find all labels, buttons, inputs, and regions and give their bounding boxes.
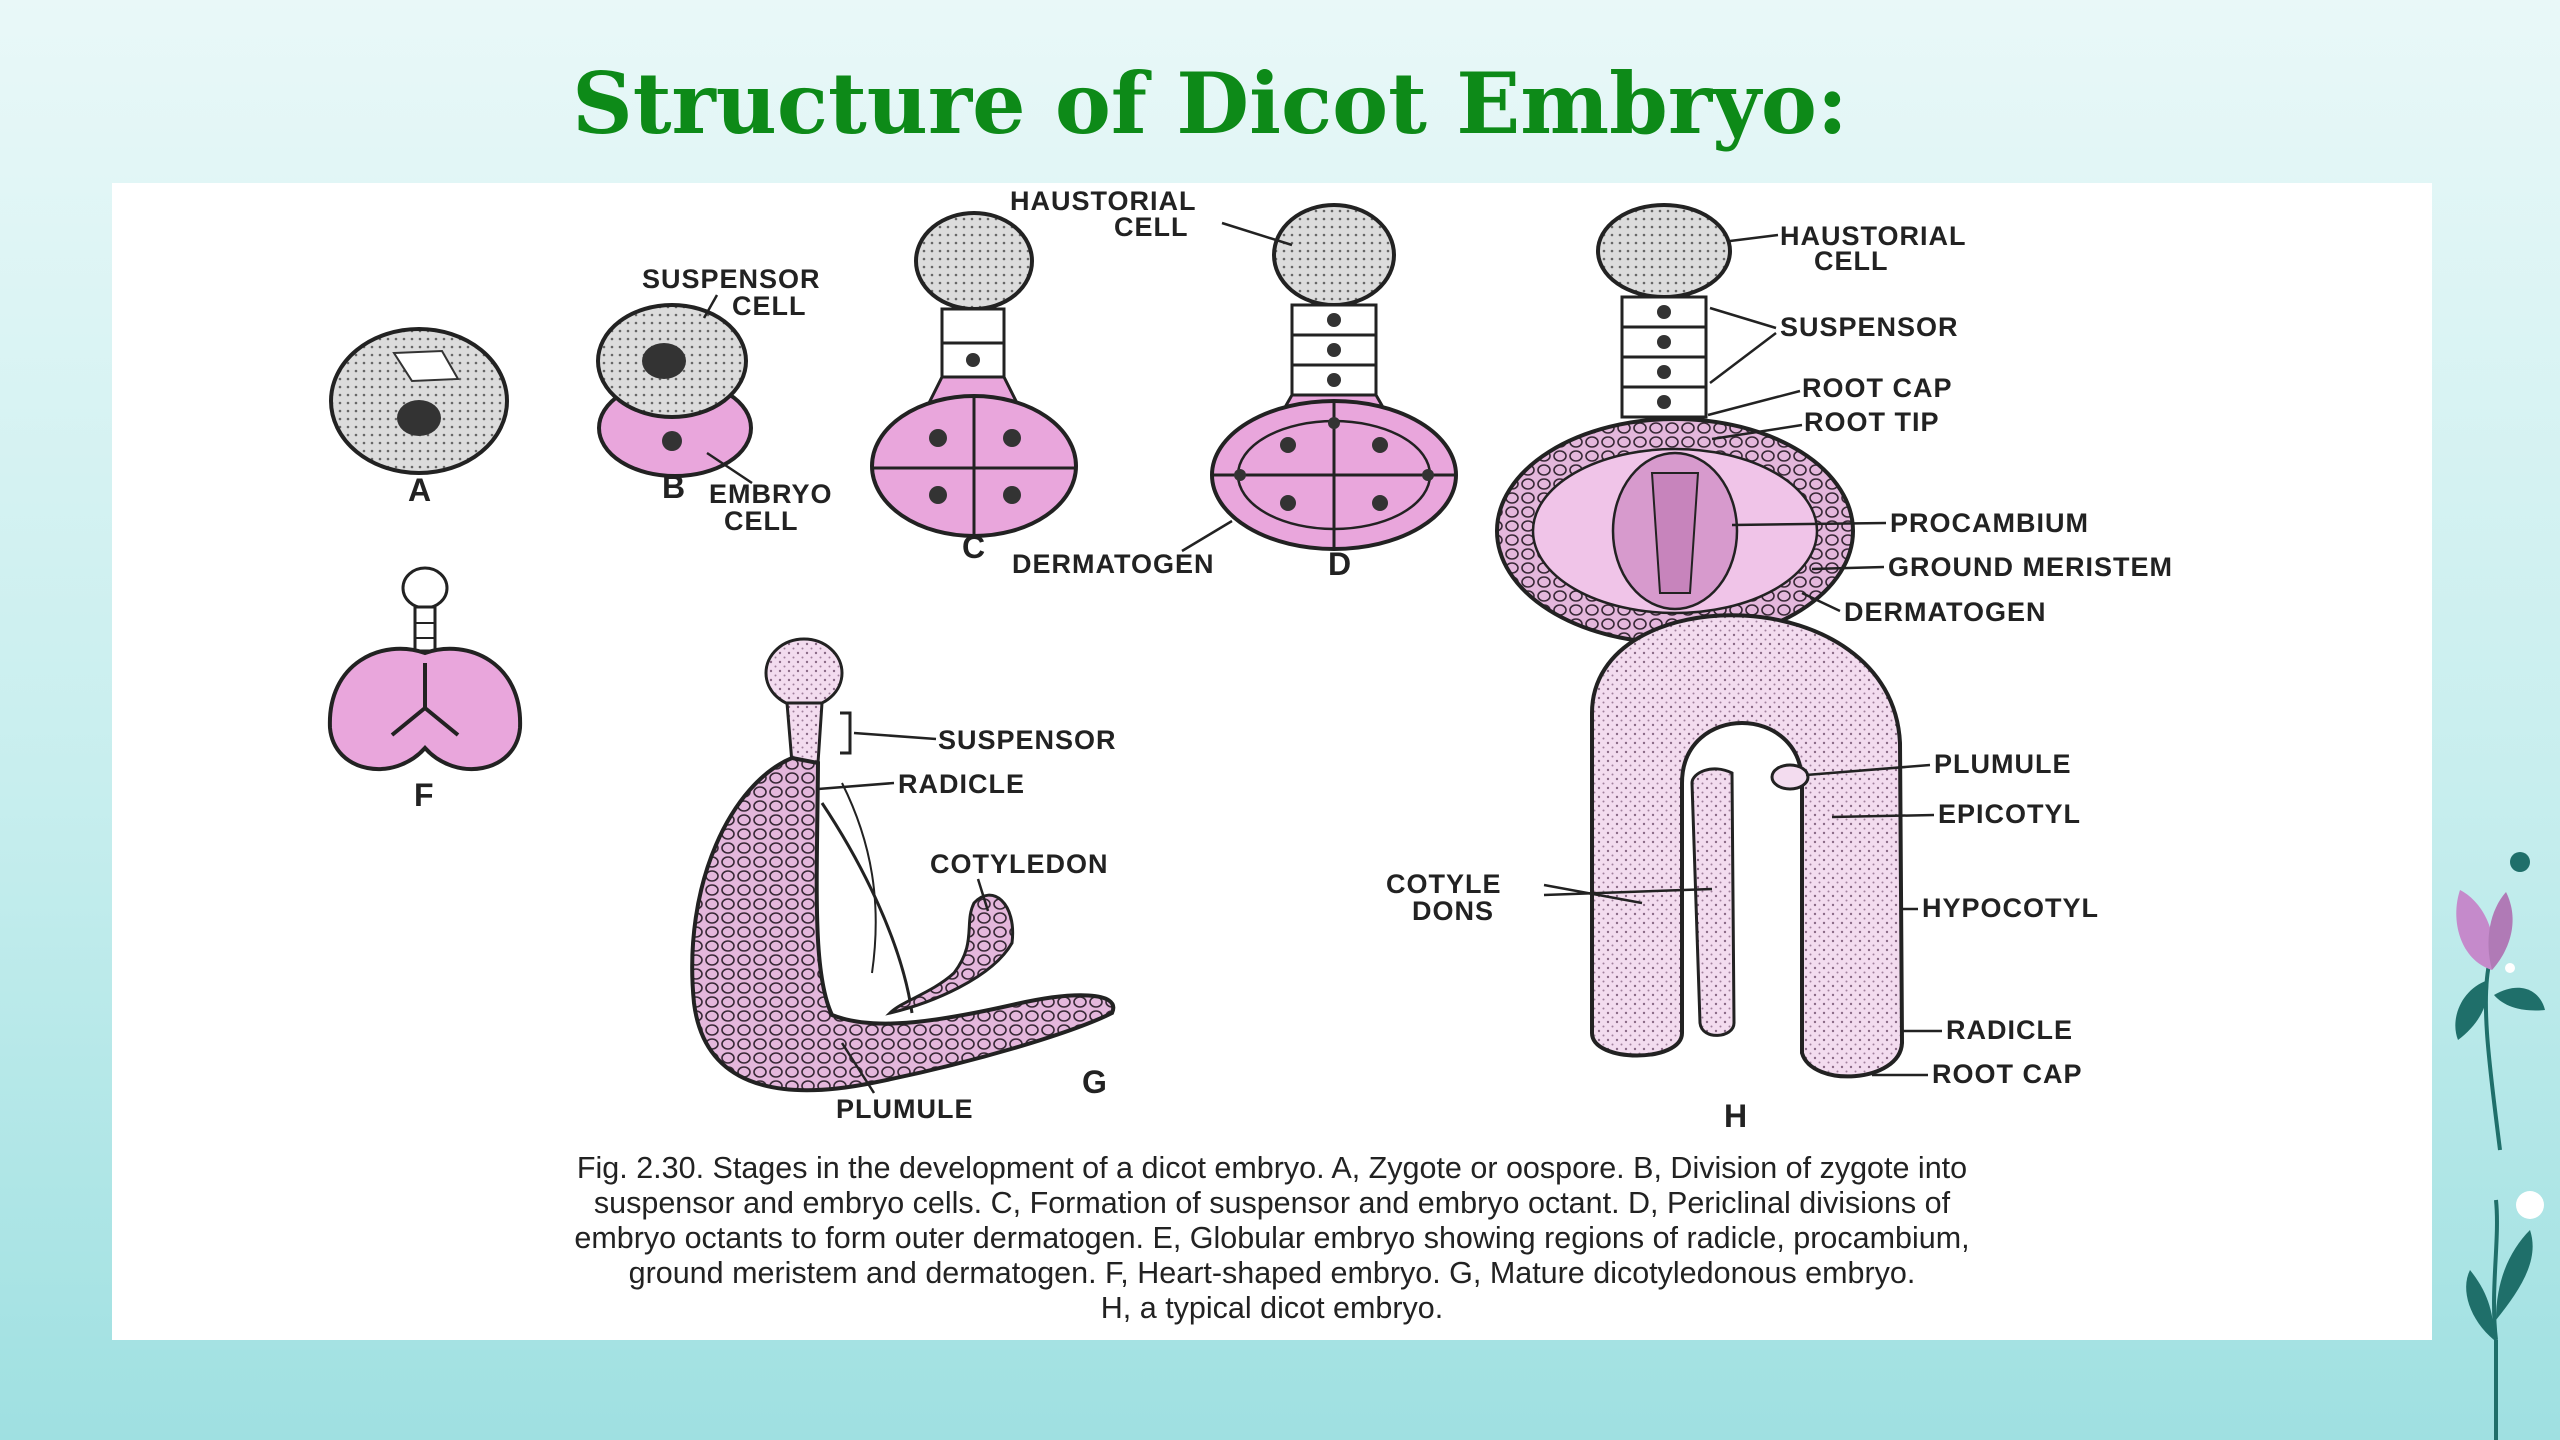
label-hypocotyl-h: HYPOCOTYL <box>1922 893 2099 923</box>
label-cotyledons-h-line2: DONS <box>1412 896 1494 926</box>
label-radicle-g: RADICLE <box>898 769 1025 799</box>
slide-title: Structure of Dicot Embryo: <box>572 54 1848 153</box>
leader-cotyledons-h-2 <box>1543 887 1713 897</box>
leader-suspensor-e-1 <box>1709 306 1777 330</box>
label-radicle-h: RADICLE <box>1946 1015 2073 1045</box>
stage-b-two-celled <box>596 303 753 478</box>
leader-haustorial-cell-cd <box>1221 221 1293 247</box>
label-epicotyl-h: EPICOTYL <box>1938 799 2081 829</box>
stage-d-periclinal <box>1210 203 1458 551</box>
leader-ground-meristem <box>1811 565 1885 571</box>
caption-line: ground meristem and dermatogen. F, Heart… <box>628 1256 1916 1290</box>
embryo-figure: A SUSPENSOR CELL B EMBRYO CELL <box>112 183 2432 1340</box>
leader-plumule-h <box>1805 763 1931 777</box>
stage-h-typical <box>1590 613 1905 1079</box>
stage-letter-a: A <box>408 472 431 508</box>
stage-letter-b: B <box>662 469 685 505</box>
label-haustorial-cell-e-line1: HAUSTORIAL <box>1780 221 1967 251</box>
label-plumule-g: PLUMULE <box>836 1094 974 1124</box>
stage-letter-d: D <box>1328 546 1351 582</box>
label-root-tip-e: ROOT TIP <box>1804 407 1940 437</box>
bracket-suspensor-g <box>840 711 852 755</box>
label-haustorial-cell-cd-line1: HAUSTORIAL <box>1010 186 1197 216</box>
leader-suspensor-cell <box>702 294 719 319</box>
label-haustorial-cell-cd-line2: CELL <box>1114 212 1189 242</box>
leader-cotyledon-g <box>976 878 990 912</box>
stage-letter-g: G <box>1082 1064 1107 1100</box>
label-embryo-cell-line2: CELL <box>724 506 799 536</box>
label-haustorial-cell-e-line2: CELL <box>1814 246 1889 276</box>
leaf-icon <box>2466 1270 2494 1340</box>
label-root-cap-h: ROOT CAP <box>1932 1059 2083 1089</box>
flower-petal-icon <box>2456 890 2494 970</box>
stage-c-octant <box>870 211 1078 538</box>
label-procambium: PROCAMBIUM <box>1890 508 2089 538</box>
leaf-icon <box>2496 1230 2533 1320</box>
stage-letter-c: C <box>962 529 985 565</box>
leader-root-cap-e <box>1707 389 1801 417</box>
flower-decoration <box>2455 852 2545 1440</box>
decor-dot-icon <box>2516 1191 2544 1219</box>
label-embryo-cell-line1: EMBRYO <box>709 479 833 509</box>
caption-line: embryo octants to form outer dermatogen.… <box>574 1221 1970 1255</box>
leader-radicle-g <box>817 781 895 791</box>
stage-a-zygote <box>329 327 509 475</box>
label-dermatogen-e: DERMATOGEN <box>1844 597 2047 627</box>
embryo-diagram: A SUSPENSOR CELL B EMBRYO CELL <box>327 186 2173 1134</box>
caption-line: Fig. 2.30. Stages in the development of … <box>576 1151 1968 1185</box>
decor-dot-icon <box>2510 852 2530 872</box>
leader-epicotyl-h <box>1831 813 1935 819</box>
label-suspensor-cell-line1: SUSPENSOR <box>642 264 821 294</box>
leader-root-tip-e <box>1711 423 1803 441</box>
leader-dermatogen-e <box>1801 591 1841 613</box>
figure-caption: Fig. 2.30. Stages in the development of … <box>132 1151 2412 1326</box>
leader-haustorial-cell-e <box>1729 233 1779 243</box>
caption-line: suspensor and embryo cells. C, Formation… <box>593 1186 1951 1220</box>
stage-e-globular <box>1495 203 1855 645</box>
label-suspensor-cell-line2: CELL <box>732 291 807 321</box>
leader-plumule-g <box>840 1042 876 1094</box>
label-ground-meristem: GROUND MERISTEM <box>1888 552 2173 582</box>
label-suspensor-e: SUSPENSOR <box>1780 312 1959 342</box>
stage-letter-h: H <box>1724 1098 1747 1134</box>
label-root-cap-e: ROOT CAP <box>1802 373 1953 403</box>
leader-dermatogen-d <box>1181 519 1233 553</box>
label-plumule-h: PLUMULE <box>1934 749 2072 779</box>
label-dermatogen-d: DERMATOGEN <box>1012 549 1215 579</box>
stage-f-heart <box>327 566 523 771</box>
label-cotyledons-h-line1: COTYLE <box>1386 869 1502 899</box>
stage-g-mature <box>690 637 1116 1093</box>
caption-line: H, a typical dicot embryo. <box>1100 1291 1444 1325</box>
label-cotyledon-g: COTYLEDON <box>930 849 1109 879</box>
label-suspensor-g: SUSPENSOR <box>938 725 1117 755</box>
leader-suspensor-g <box>853 731 937 741</box>
stage-letter-f: F <box>414 777 434 813</box>
leaf-icon <box>2494 987 2545 1011</box>
leader-suspensor-e-2 <box>1709 332 1777 384</box>
leader-embryo-cell <box>706 451 753 485</box>
leader-procambium <box>1731 521 1887 527</box>
leaf-icon <box>2455 980 2489 1040</box>
